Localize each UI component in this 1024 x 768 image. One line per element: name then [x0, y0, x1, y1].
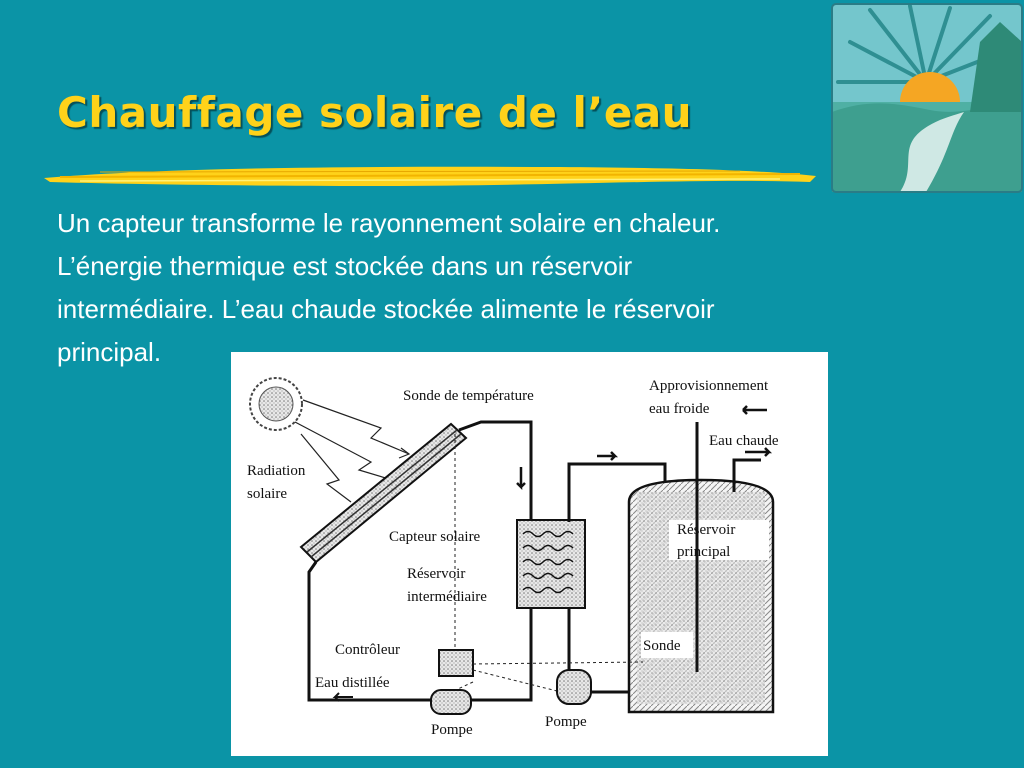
- collector-loop-pipes: [307, 420, 533, 702]
- label-pump-1: Pompe: [431, 722, 473, 738]
- slide-title: Chauffage solaire de l’eau: [57, 88, 693, 137]
- label-radiation-2: solaire: [247, 486, 287, 502]
- label-temperature-probe: Sonde de température: [403, 388, 534, 404]
- label-main-reservoir-2: principal: [677, 544, 730, 560]
- solar-water-heating-diagram: Sonde de température Approvisionnement e…: [231, 352, 828, 756]
- intermediate-reservoir: [516, 519, 586, 609]
- label-cold-supply-1: Approvisionnement: [649, 378, 769, 394]
- pump-2-icon: [556, 669, 592, 705]
- title-underline-stroke: [44, 166, 816, 186]
- label-cold-supply-2: eau froide: [649, 401, 710, 417]
- sun-landscape-logo-icon: [831, 3, 1023, 193]
- label-intermediate-reservoir-2: intermédiaire: [407, 589, 487, 605]
- supply-pipes: [695, 422, 761, 672]
- control-wires: [446, 434, 644, 695]
- label-hot-water: Eau chaude: [709, 433, 779, 449]
- label-intermediate-reservoir-1: Réservoir: [407, 566, 465, 582]
- main-reservoir: [627, 478, 775, 714]
- controller-box: [438, 649, 474, 677]
- slide-body-text: Un capteur transforme le rayonnement sol…: [57, 208, 721, 367]
- label-distilled-water: Eau distillée: [315, 675, 390, 691]
- label-pump-2: Pompe: [545, 714, 587, 730]
- radiation-rays-icon: [294, 399, 411, 503]
- label-controller: Contrôleur: [335, 642, 400, 658]
- pump-1-icon: [430, 689, 472, 715]
- secondary-loop-pipes: [567, 462, 667, 694]
- solar-collector-panel: [299, 422, 468, 564]
- label-main-reservoir-1: Réservoir: [677, 522, 735, 538]
- label-radiation-1: Radiation: [247, 463, 306, 479]
- label-solar-collector: Capteur solaire: [389, 529, 481, 545]
- label-probe: Sonde: [643, 638, 681, 654]
- sun-icon: [249, 377, 303, 431]
